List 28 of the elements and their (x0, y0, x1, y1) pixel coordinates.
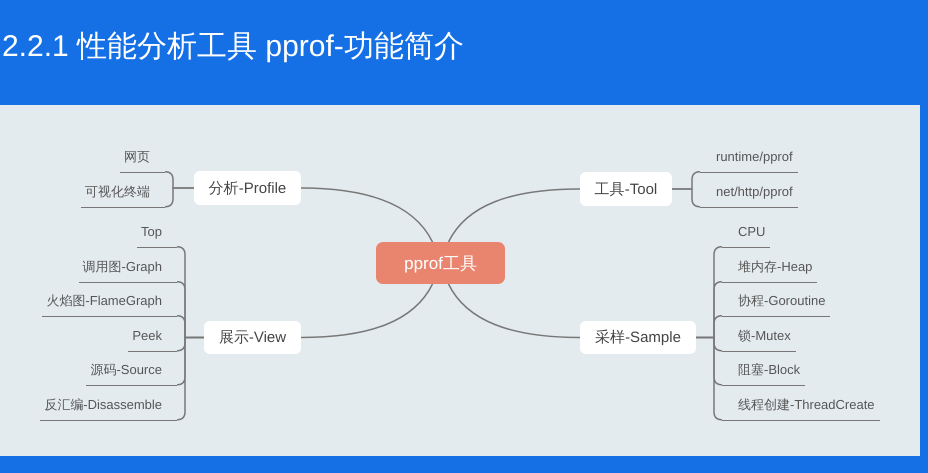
connector-line (300, 187, 434, 242)
branch-topic-box: 分析-Profile (194, 171, 301, 205)
branch-topic-box: 工具-Tool (580, 172, 672, 206)
leaf-topic-label: Top (137, 224, 177, 248)
leaf-topic-label: 协程-Goroutine (722, 293, 830, 316)
leaf-topic-label: runtime/pprof (700, 149, 798, 172)
leaf-topic-label: 火焰图-FlameGraph (42, 293, 177, 316)
leaf-topic-label: 可视化终端 (81, 184, 165, 208)
leaf-topic-label: Peek (128, 328, 177, 352)
leaf-topic-label: CPU (722, 224, 770, 248)
connector-line (448, 284, 580, 338)
leaf-topic-label: 网页 (120, 149, 165, 172)
leaf-topic-label: 堆内存-Heap (722, 259, 818, 282)
branch-topic-box: 采样-Sample (580, 321, 696, 354)
connector-line (448, 188, 580, 242)
connector-line (300, 284, 434, 338)
slide-title: 2.2.1 性能分析工具 pprof-功能简介 (2, 29, 464, 65)
leaf-topic-label: 源码-Source (86, 362, 177, 386)
leaf-topic-label: 调用图-Graph (78, 259, 177, 282)
leaf-topic-label: 线程创建-ThreadCreate (722, 397, 880, 420)
leaf-topic-label: net/http/pprof (700, 184, 798, 208)
central-topic-box: pprof工具 (376, 242, 505, 284)
connector-line (164, 187, 194, 208)
connector-line (672, 188, 700, 208)
branch-topic-box: 展示-View (204, 321, 301, 354)
leaf-topic-label: 锁-Mutex (722, 328, 796, 352)
leaf-topic-label: 阻塞-Block (722, 362, 806, 386)
leaf-topic-label: 反汇编-Disassemble (40, 397, 177, 420)
